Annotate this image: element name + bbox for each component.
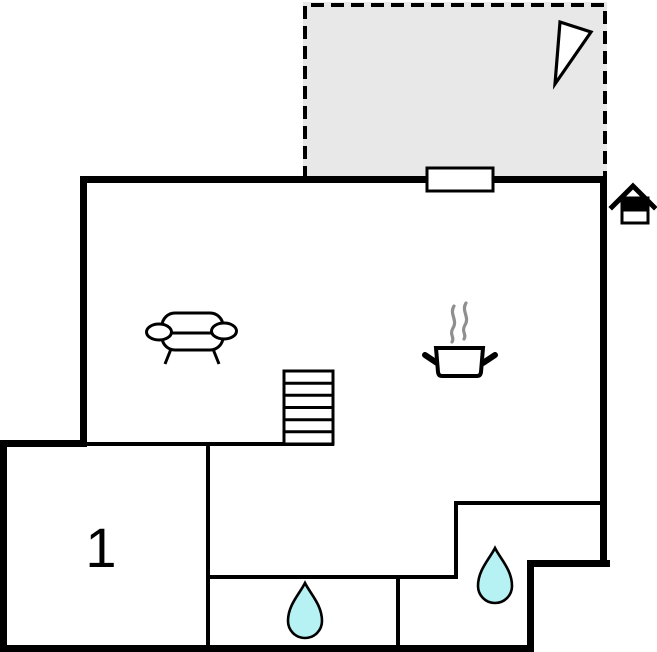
cooking-pot-icon [422,301,498,378]
wall-room1-right [206,444,210,648]
exterior-walls [0,176,610,652]
house-body-top [620,196,650,212]
wall-bath2-left [454,503,458,579]
wall-left-lower [0,440,7,652]
steam-line [449,304,457,344]
pot-handle-left [422,352,440,366]
pot-handle-right [480,352,498,366]
sofa-arm-left [145,322,173,342]
wall-bath1-top [206,575,458,579]
pot-body [433,346,486,378]
house-entrance-icon [608,182,657,225]
water-drop-icon [286,580,324,640]
terrace-dashed-outline [303,3,607,179]
window-marker [425,166,495,193]
north-arrow-icon [552,19,594,90]
sofa-icon [145,311,238,365]
wall-right [600,176,607,567]
wall-notch-horizontal [527,560,610,567]
sofa-leg-right [211,348,221,365]
interior-walls [84,442,604,648]
steam-line [461,301,469,341]
room-1-label: 1 [85,516,116,579]
terrace-area [303,2,607,179]
water-drops [286,545,514,640]
wall-bath2-top [454,501,604,505]
wall-left-main [80,176,87,447]
wall-top [80,176,607,183]
wall-notch-vertical [527,560,534,652]
stairs-icon [282,369,335,446]
sofa-arm-right [210,321,238,341]
wall-bottom [0,645,534,652]
wall-room1-top-exterior [0,440,87,447]
sofa-leg-left [163,348,173,365]
wall-bath1-right [396,577,400,648]
terrace-fill [303,2,607,179]
water-drop-icon [476,545,514,605]
